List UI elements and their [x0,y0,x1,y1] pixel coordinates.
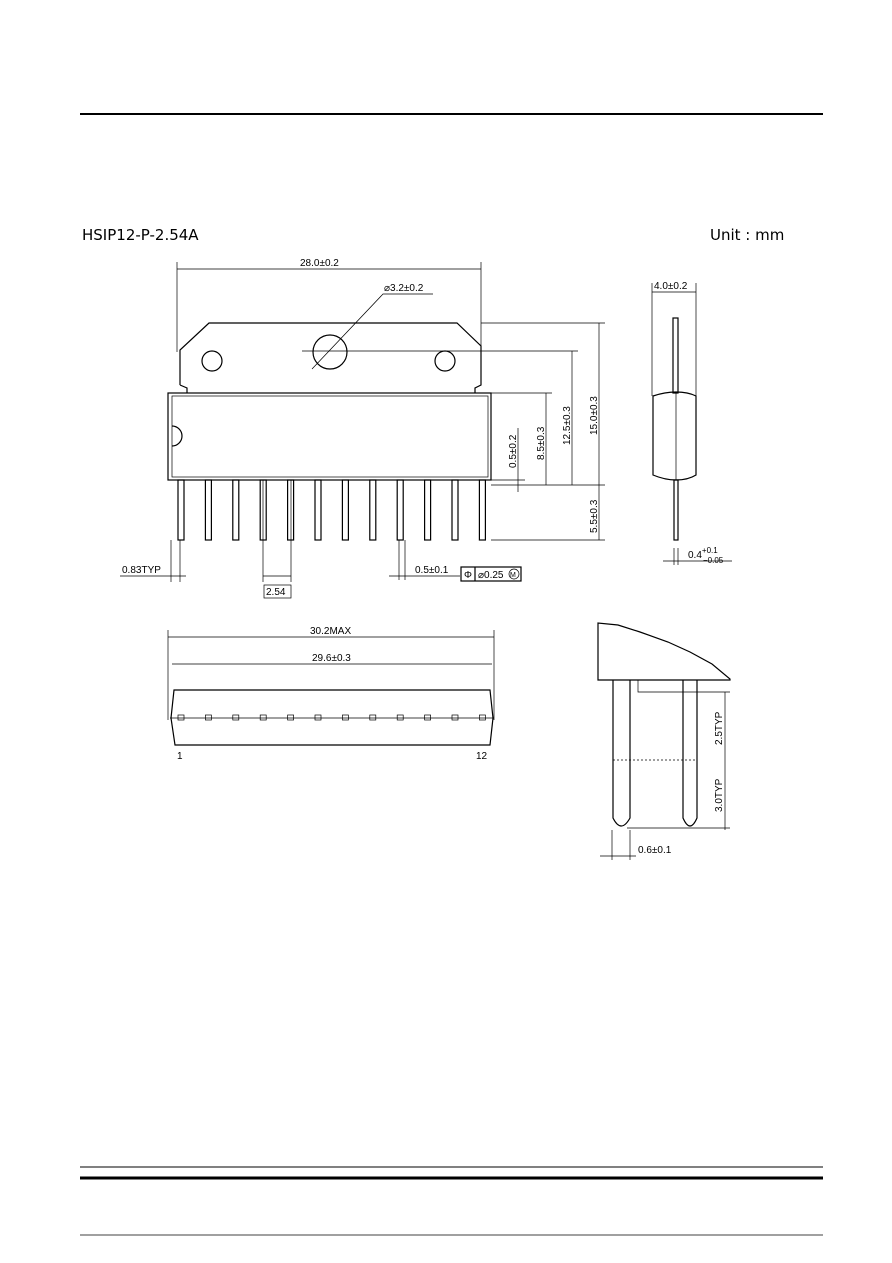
front-view: 28.0±0.2 ⌀3.2±0.2 15.0±0.3 12.5±0.3 8.5±… [120,258,605,599]
svg-text:M: M [510,572,516,579]
heatsink-tab [179,322,482,393]
pin-pad [342,714,349,721]
pin-pad [396,714,404,721]
dim-hole-diameter: ⌀3.2±0.2 [384,283,424,294]
svg-text:⌀0.25: ⌀0.25 [478,570,504,581]
lead [177,479,185,541]
dim-pitch: 2.54 [266,587,286,598]
pin-first-label: 1 [177,751,183,762]
dim-lead-width: 0.5±0.1 [415,565,449,576]
lead [287,479,295,541]
dim-height-hole: 12.5±0.3 [562,406,573,445]
mount-hole-center [312,334,348,370]
position-tolerance-frame: Φ ⌀0.25 M [460,566,522,582]
package-name: HSIP12-P-2.54A [82,226,199,244]
lead [396,479,404,541]
pin-pad [479,714,486,721]
detail-view: 2.5TYP 3.0TYP 0.6±0.1 [597,622,731,860]
dim-width: 28.0±0.2 [300,258,339,269]
pin-pad [177,714,185,721]
pin-pad [369,714,377,721]
pin1-notch [171,425,183,447]
pin-pad [451,714,459,721]
lead [204,479,212,541]
pin-pad [205,714,212,721]
pin-pad [424,714,431,721]
dim-standoff: 0.5±0.2 [508,434,519,468]
dim-max-length: 30.2MAX [310,626,351,637]
lead [369,479,377,541]
pin-pad [232,714,240,721]
lead [478,479,486,541]
dim-lead-length: 5.5±0.3 [589,499,600,533]
lead [341,479,349,541]
unit-label: Unit : mm [710,226,784,244]
dim-length: 29.6±0.3 [312,653,351,664]
dim-height-total: 15.0±0.3 [589,396,600,435]
svg-text:Φ: Φ [464,570,472,581]
dim-height-body: 8.5±0.3 [536,426,547,460]
leads [177,479,486,541]
dim-thickness: 4.0±0.2 [654,281,688,292]
dim-lower: 3.0TYP [714,778,725,812]
mount-hole-right [434,350,456,372]
mount-hole-left [201,350,223,372]
pin-row [177,714,486,721]
pin-pad [314,714,322,721]
pin-pad [287,714,294,721]
dim-lead-thickness: 0.4+0.1 [688,546,718,561]
dim-detail-lead-width: 0.6±0.1 [638,845,672,856]
dim-lead-thickness-minus: −0.05 [703,556,724,565]
side-view: 4.0±0.2 0.4+0.1 −0.05 [651,281,732,565]
lead [424,479,432,541]
pin-pad [259,714,267,721]
lead [314,479,322,541]
pin-last-label: 12 [476,751,488,762]
dim-lead-offset: 0.83TYP [122,565,161,576]
bottom-view: 30.2MAX 29.6±0.3 1 12 [167,626,495,762]
lead [232,479,240,541]
dim-upper: 2.5TYP [714,711,725,745]
lead [451,479,459,541]
package-body [167,392,492,481]
